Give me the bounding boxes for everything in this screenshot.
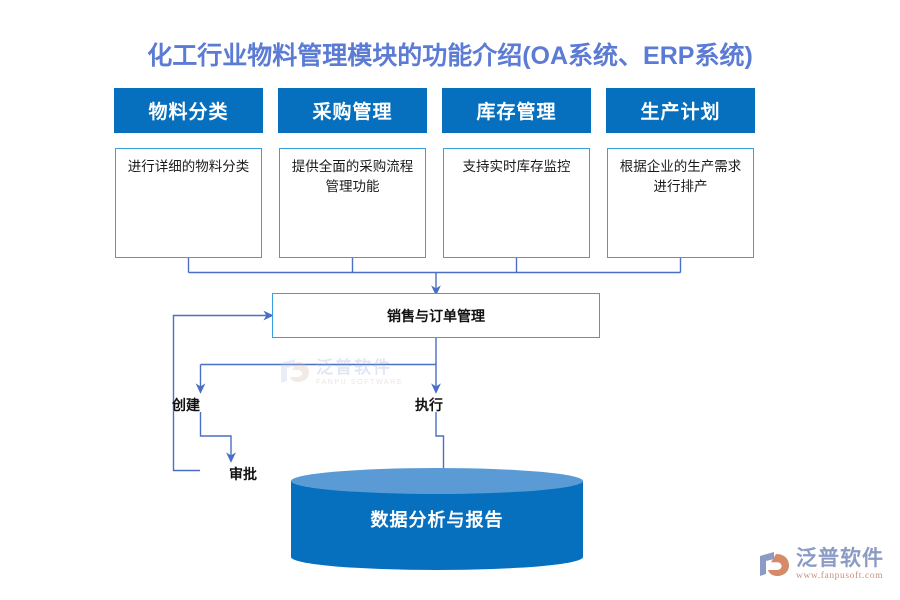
description-text: 提供全面的采购流程管理功能 [291,159,414,194]
description-text: 进行详细的物料分类 [127,159,250,174]
node-label: 销售与订单管理 [387,307,485,324]
page-title: 化工行业物料管理模块的功能介绍(OA系统、ERP系统) [147,42,753,70]
flow-label-approve: 审批 [229,464,257,484]
cylinder-top [291,468,583,494]
node-label-wrapper: 数据分析与报告 [291,468,583,570]
node-data-analysis-report[interactable]: 数据分析与报告 [291,468,583,570]
header-box-label: 采购管理 [312,102,393,123]
brand-url: www.fanpusoft.com [796,571,884,581]
node-sales-order-management[interactable]: 销售与订单管理 [272,293,600,338]
brand-logo: 泛普软件 www.fanpusoft.com [757,548,884,582]
header-box-label: 库存管理 [476,102,557,123]
flow-label-create: 创建 [172,395,200,415]
brand-name: 泛普软件 [796,547,884,570]
description-text: 根据企业的生产需求进行排产 [619,159,742,194]
description-text: 支持实时库存监控 [462,159,571,174]
flow-label-execute: 执行 [415,395,443,415]
brand-logo-text-block: 泛普软件 www.fanpusoft.com [796,548,884,582]
brand-logo-icon [757,550,791,580]
flow-label-text: 审批 [229,466,257,482]
header-box-production-plan[interactable]: 生产计划 [606,88,755,133]
header-box-material-classification[interactable]: 物料分类 [114,88,263,133]
header-box-purchase-management[interactable]: 采购管理 [278,88,427,133]
header-box-label: 物料分类 [148,102,229,123]
node-label: 数据分析与报告 [370,510,504,530]
description-box-inventory-management: 支持实时库存监控 [443,148,590,258]
description-box-production-plan: 根据企业的生产需求进行排产 [607,148,754,258]
flow-label-text: 执行 [415,397,443,413]
flow-label-text: 创建 [172,397,200,413]
header-box-inventory-management[interactable]: 库存管理 [442,88,591,133]
header-box-label: 生产计划 [640,102,721,123]
description-box-purchase-management: 提供全面的采购流程管理功能 [279,148,426,258]
description-box-material-classification: 进行详细的物料分类 [115,148,262,258]
